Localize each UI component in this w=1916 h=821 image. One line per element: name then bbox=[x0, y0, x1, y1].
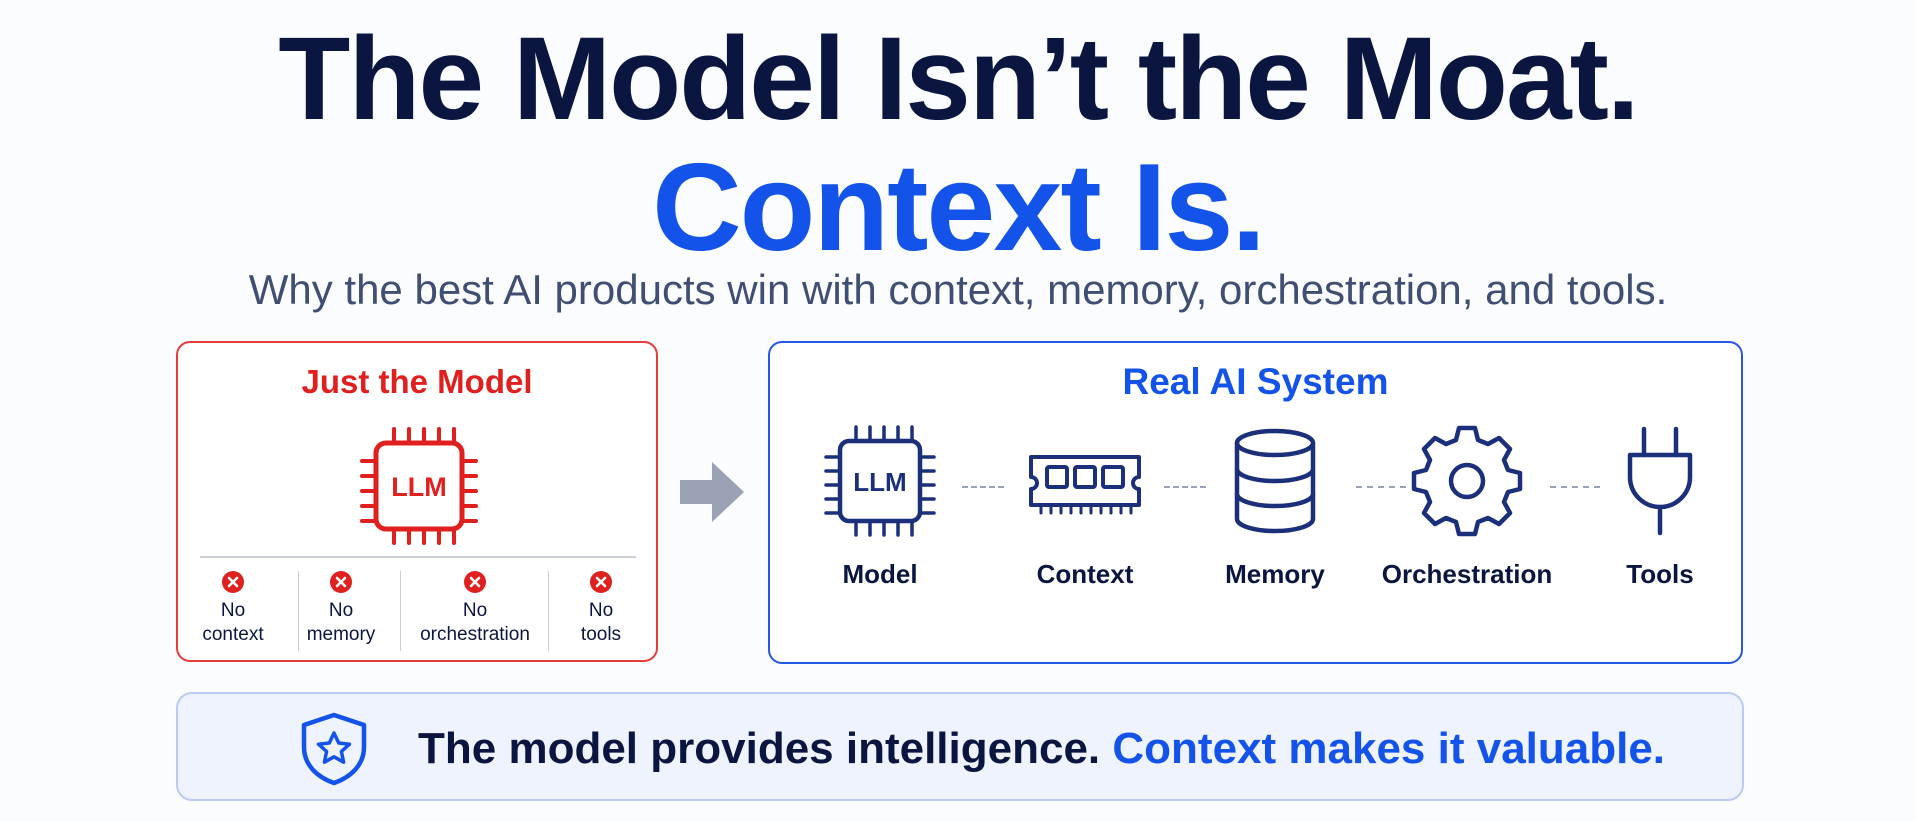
lack-line1: No bbox=[462, 600, 488, 621]
lack-line2: orchestration bbox=[420, 624, 530, 645]
lack-separator bbox=[298, 571, 299, 651]
database-icon bbox=[1234, 428, 1316, 534]
subtitle: Why the best AI products win with contex… bbox=[248, 266, 1668, 313]
lack-line1: No bbox=[328, 600, 354, 621]
cpu-chip-icon: LLM bbox=[824, 425, 936, 537]
lack-line1: No bbox=[588, 600, 614, 621]
gear-icon bbox=[1411, 425, 1523, 537]
component-label: Context bbox=[1036, 559, 1134, 589]
shield-star-icon bbox=[301, 712, 367, 786]
takeaway-banner: The model provides intelligence. Context… bbox=[176, 692, 1744, 801]
lack-separator bbox=[400, 571, 401, 651]
no-memory-item: No memory bbox=[301, 571, 381, 647]
component-label: Tools bbox=[1626, 559, 1694, 589]
right-chip-label: LLM bbox=[853, 467, 906, 497]
memory-component: Memory bbox=[1200, 421, 1350, 590]
just-the-model-panel: Just the Model LLM No context No memory … bbox=[176, 341, 658, 662]
connector-line bbox=[1356, 486, 1406, 488]
model-component: LLM Model bbox=[815, 421, 945, 590]
orchestration-component: Orchestration bbox=[1352, 421, 1582, 590]
context-component: Context bbox=[1010, 421, 1160, 590]
llm-chip-icon: LLM bbox=[360, 427, 478, 545]
lack-line2: memory bbox=[306, 624, 376, 645]
lack-line1: No bbox=[220, 600, 246, 621]
tools-component: Tools bbox=[1610, 421, 1710, 590]
component-label: Orchestration bbox=[1381, 559, 1553, 589]
no-context-item: No context bbox=[198, 571, 268, 647]
real-ai-system-panel: Real AI System LLM Model bbox=[768, 341, 1743, 664]
connector-line bbox=[1550, 486, 1600, 488]
title-line-2: Context Is. bbox=[652, 139, 1266, 277]
memory-card-icon bbox=[1029, 455, 1141, 515]
connector-line bbox=[1164, 486, 1206, 488]
title-line-1: The Model Isn’t the Moat. bbox=[278, 13, 1639, 145]
plug-icon bbox=[1627, 426, 1693, 536]
left-chip-label: LLM bbox=[391, 472, 446, 502]
x-circle-icon bbox=[222, 571, 244, 593]
x-circle-icon bbox=[464, 571, 486, 593]
lack-separator bbox=[548, 571, 549, 651]
takeaway-part2: Context makes it valuable. bbox=[1112, 724, 1666, 773]
lack-line2: tools bbox=[580, 624, 622, 645]
no-orchestration-item: No orchestration bbox=[410, 571, 540, 647]
takeaway-part1: The model provides intelligence. bbox=[418, 724, 1101, 773]
real-ai-system-title: Real AI System bbox=[1122, 361, 1389, 402]
no-tools-item: No tools bbox=[566, 571, 636, 647]
just-the-model-title: Just the Model bbox=[301, 363, 533, 400]
x-circle-icon bbox=[590, 571, 612, 593]
x-circle-icon bbox=[330, 571, 352, 593]
arrow-right-icon bbox=[680, 462, 744, 522]
component-label: Memory bbox=[1225, 559, 1325, 589]
component-label: Model bbox=[842, 559, 918, 589]
lack-line2: context bbox=[202, 624, 264, 645]
takeaway-message: The model provides intelligence. Context… bbox=[418, 722, 1665, 776]
left-divider bbox=[200, 556, 636, 558]
connector-line bbox=[962, 486, 1004, 488]
